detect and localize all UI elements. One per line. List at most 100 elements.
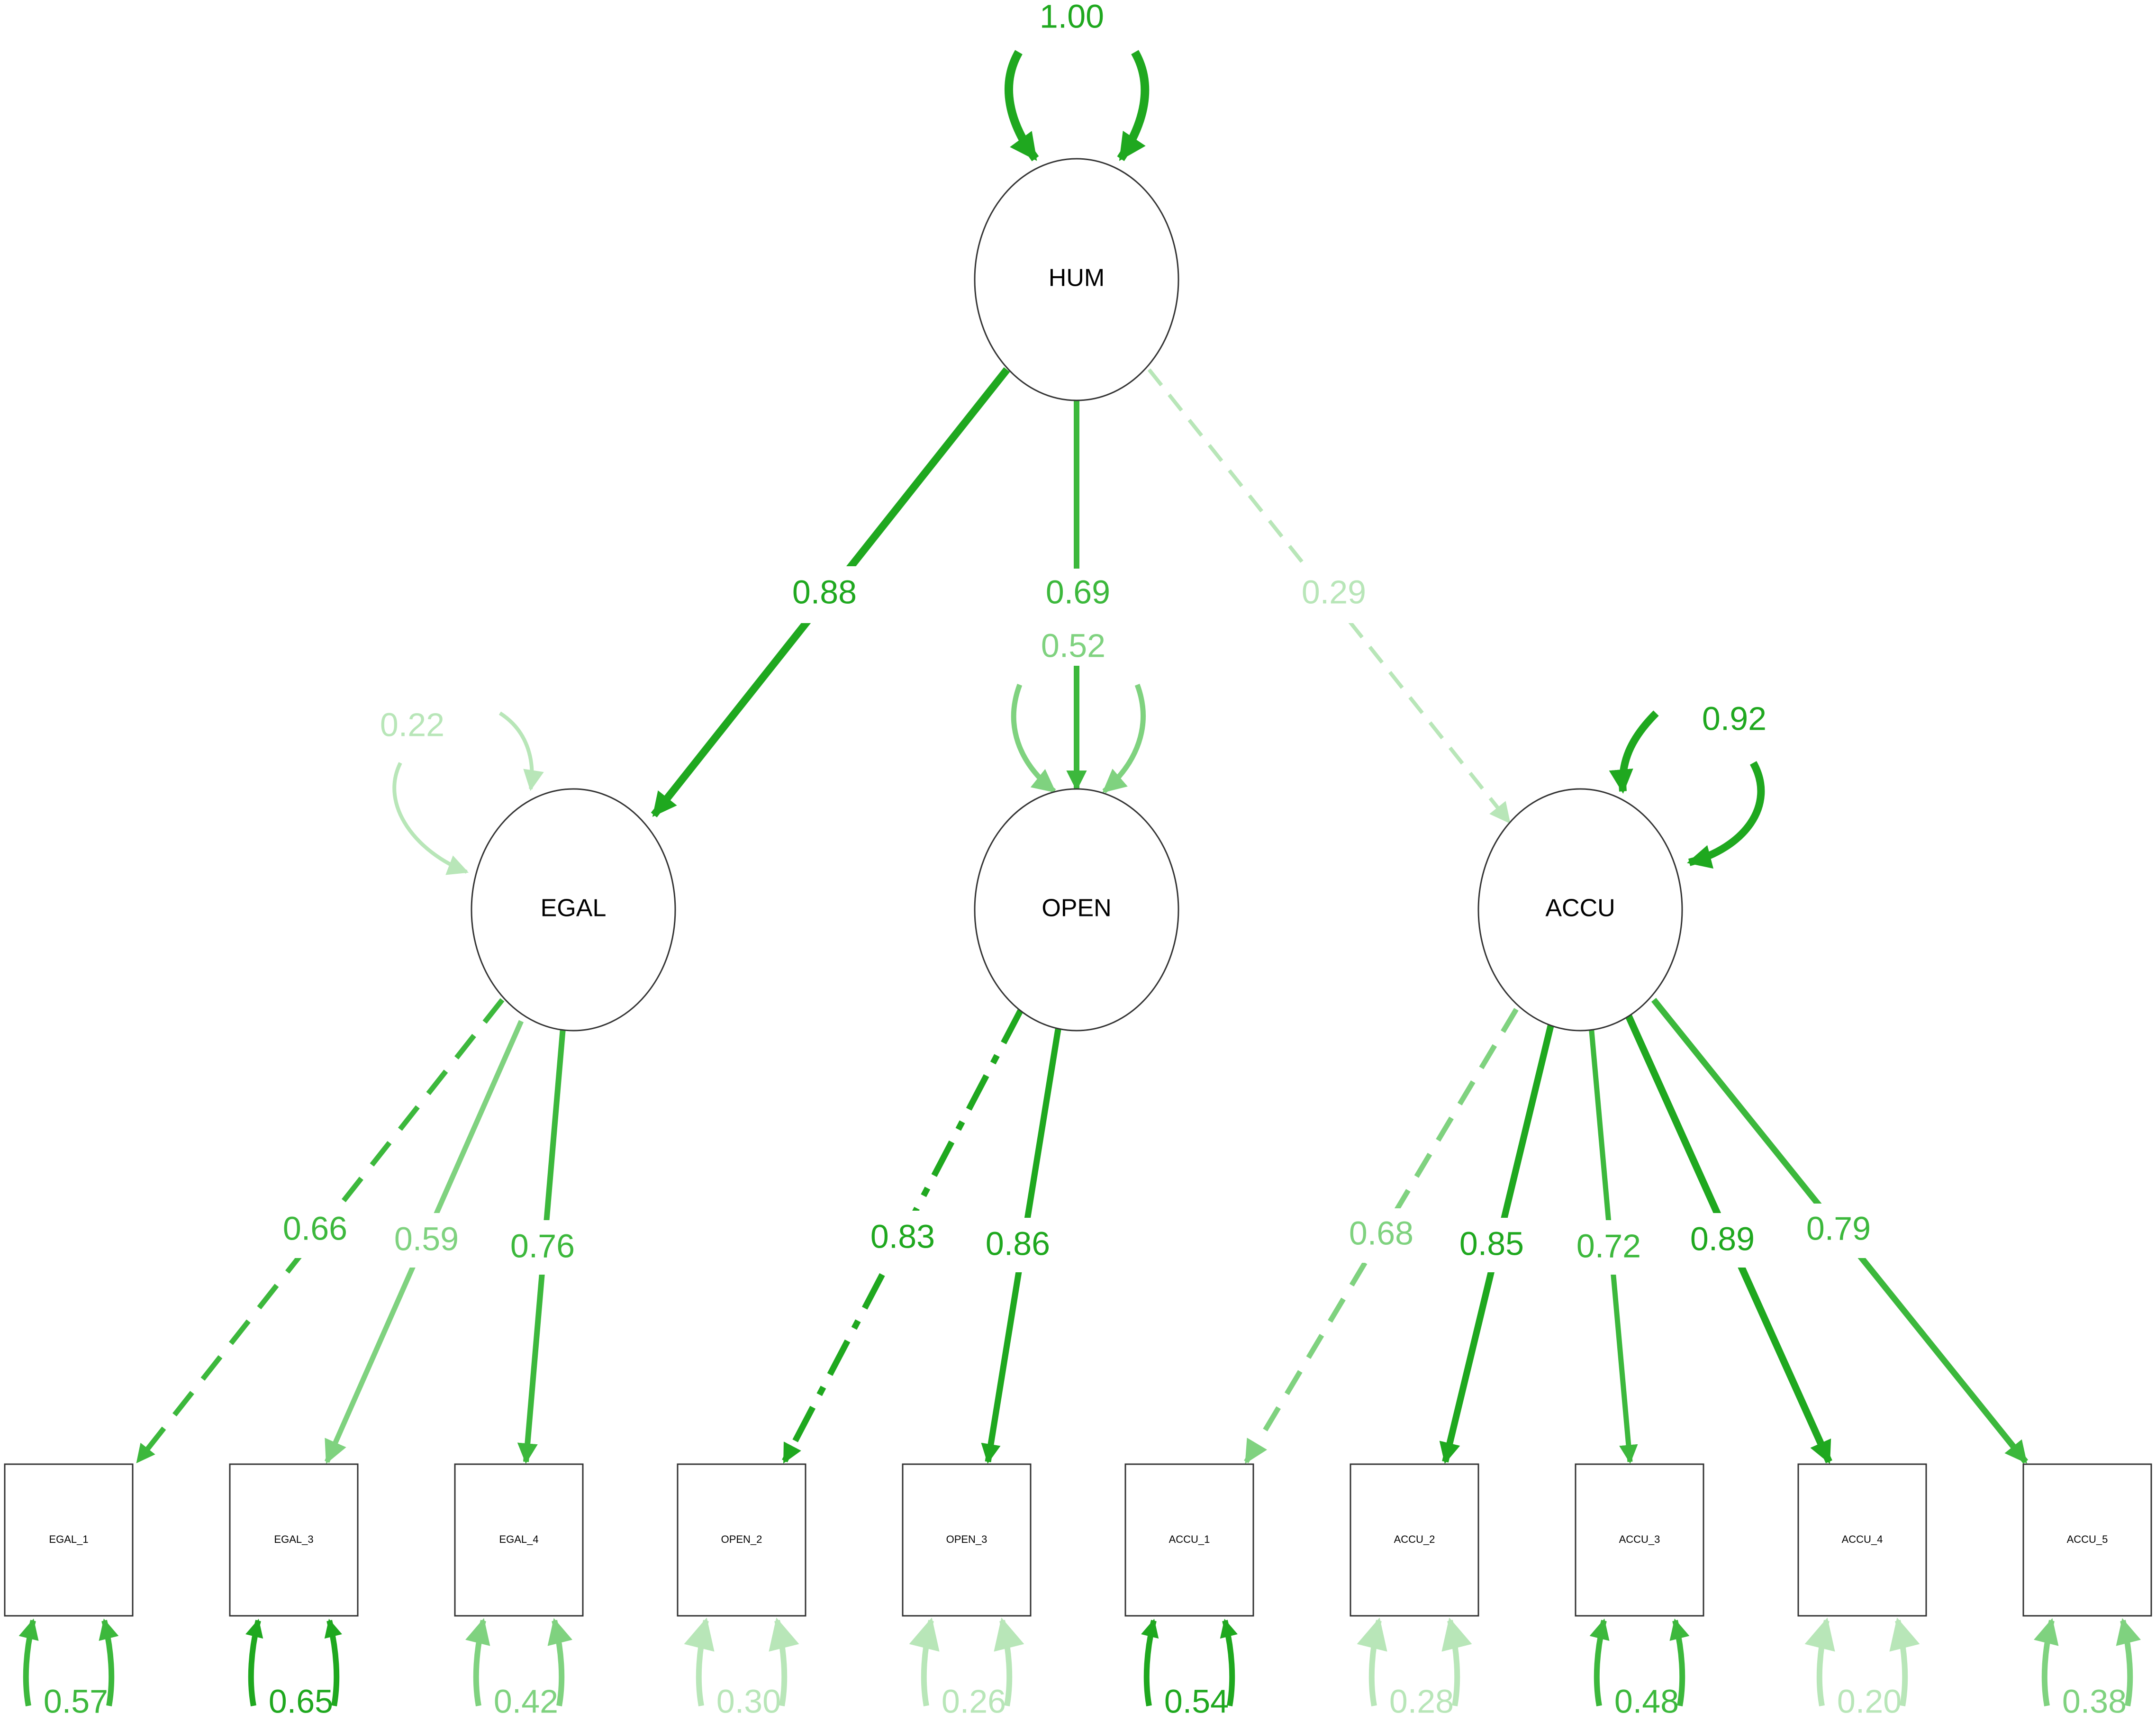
path-accu-accu3: 0.72 bbox=[1559, 1025, 1658, 1464]
indicator-box bbox=[454, 1463, 584, 1617]
residual-label: 0.57 bbox=[44, 1683, 108, 1720]
path-accu-accu5: 0.79 bbox=[1651, 997, 2029, 1464]
indicator-box bbox=[4, 1463, 134, 1617]
residual-arrow-right bbox=[324, 1619, 343, 1707]
residual-arrow-right bbox=[1889, 1617, 1920, 1707]
indicator-accu-3[interactable]: ACCU_3 0.48 bbox=[1575, 1463, 1704, 1720]
indicator-label: ACCU_2 bbox=[1394, 1533, 1435, 1545]
latent-accu[interactable]: ACCU bbox=[1477, 788, 1683, 1032]
residual-arrow-right bbox=[1669, 1618, 1690, 1707]
indicator-label: OPEN_2 bbox=[721, 1533, 762, 1545]
residual-arrow-left bbox=[2034, 1618, 2059, 1707]
indicator-label: EGAL_1 bbox=[49, 1533, 88, 1545]
indicator-accu-2[interactable]: ACCU_2 0.28 bbox=[1350, 1463, 1479, 1720]
indicator-label: ACCU_5 bbox=[2067, 1533, 2108, 1545]
residual-arrow-right bbox=[1220, 1619, 1238, 1707]
loading-hum-open: 0.69 bbox=[1046, 573, 1110, 610]
indicator-label: EGAL_3 bbox=[274, 1533, 313, 1545]
path-hum-accu: 0.29 bbox=[1147, 368, 1511, 824]
path-accu-accu2: 0.85 bbox=[1439, 1020, 1555, 1464]
residual-label: 0.26 bbox=[942, 1683, 1006, 1720]
indicator-open-3[interactable]: OPEN_3 0.26 bbox=[902, 1463, 1032, 1720]
variance-accu-label: 0.92 bbox=[1702, 700, 1766, 737]
variance-hum-label: 1.00 bbox=[1040, 0, 1104, 35]
latent-egal[interactable]: EGAL bbox=[471, 788, 676, 1032]
residual-arrow-right bbox=[769, 1617, 799, 1707]
residual-arrow-right bbox=[99, 1618, 119, 1707]
residual-label: 0.38 bbox=[2062, 1683, 2127, 1720]
loading-egal-3: 0.59 bbox=[394, 1220, 459, 1257]
variance-hum: 1.00 bbox=[1004, 0, 1150, 162]
path-hum-open: 0.69 bbox=[1024, 400, 1132, 791]
indicator-egal-1[interactable]: EGAL_1 0.57 bbox=[4, 1463, 134, 1720]
indicator-label: ACCU_1 bbox=[1169, 1533, 1210, 1545]
residual-label: 0.28 bbox=[1389, 1683, 1454, 1720]
residual-arrow-left bbox=[465, 1618, 490, 1707]
residual-arrow-left bbox=[909, 1617, 940, 1707]
latent-open-label: OPEN bbox=[1042, 895, 1111, 922]
residual-arrow-left bbox=[1804, 1617, 1835, 1707]
path-open-open2: 0.83 bbox=[781, 1007, 1024, 1464]
loading-accu-4: 0.89 bbox=[1690, 1220, 1755, 1257]
variance-egal: 0.22 bbox=[380, 706, 544, 875]
residual-arrow-left bbox=[1589, 1618, 1610, 1707]
variance-egal-label: 0.22 bbox=[380, 706, 444, 743]
residual-arrow-left bbox=[18, 1618, 39, 1707]
indicator-row: EGAL_1 0.57 EGAL_3 0.65 EGAL_4 0.42 OPEN_2 0.30… bbox=[4, 1463, 2152, 1720]
loading-egal-4: 0.76 bbox=[510, 1227, 575, 1264]
indicator-box bbox=[1124, 1463, 1254, 1617]
variance-open: 0.52 bbox=[1011, 627, 1146, 794]
indicator-accu-1[interactable]: ACCU_1 0.54 bbox=[1124, 1463, 1254, 1720]
indicator-box bbox=[1350, 1463, 1479, 1617]
loading-accu-2: 0.85 bbox=[1459, 1225, 1524, 1262]
latent-open[interactable]: OPEN bbox=[974, 788, 1179, 1032]
residual-arrow-left bbox=[1141, 1619, 1159, 1707]
indicator-accu-5[interactable]: ACCU_5 0.38 bbox=[2022, 1463, 2152, 1720]
loading-accu-1: 0.68 bbox=[1349, 1214, 1413, 1251]
residual-arrow-left bbox=[1357, 1617, 1387, 1707]
residual-label: 0.54 bbox=[1164, 1683, 1229, 1720]
indicator-egal-3[interactable]: EGAL_3 0.65 bbox=[229, 1463, 359, 1720]
indicator-box bbox=[1797, 1463, 1927, 1617]
residual-arrow-right bbox=[2116, 1618, 2141, 1707]
indicator-box bbox=[1575, 1463, 1704, 1617]
indicator-egal-4[interactable]: EGAL_4 0.42 bbox=[454, 1463, 584, 1720]
residual-arrow-left bbox=[684, 1617, 715, 1707]
loading-hum-accu: 0.29 bbox=[1302, 573, 1366, 610]
indicator-box bbox=[2022, 1463, 2152, 1617]
indicator-label: ACCU_4 bbox=[1842, 1533, 1883, 1545]
residual-label: 0.48 bbox=[1614, 1683, 1679, 1720]
latent-egal-label: EGAL bbox=[541, 895, 607, 922]
residual-label: 0.42 bbox=[494, 1683, 558, 1720]
indicator-accu-4[interactable]: ACCU_4 0.20 bbox=[1797, 1463, 1927, 1720]
indicator-box bbox=[229, 1463, 359, 1617]
indicator-open-2[interactable]: OPEN_2 0.30 bbox=[677, 1463, 806, 1720]
residual-label: 0.65 bbox=[269, 1683, 333, 1720]
variance-accu: 0.92 bbox=[1609, 700, 1766, 869]
variance-open-label: 0.52 bbox=[1041, 627, 1105, 664]
loading-hum-egal: 0.88 bbox=[792, 573, 857, 610]
path-accu-accu1: 0.68 bbox=[1244, 1008, 1519, 1464]
latent-hum[interactable]: HUM bbox=[974, 158, 1179, 401]
loading-open-3: 0.86 bbox=[986, 1225, 1050, 1262]
residual-arrow-right bbox=[547, 1618, 572, 1707]
indicator-label: EGAL_4 bbox=[499, 1533, 538, 1545]
path-egal-egal3: 0.59 bbox=[324, 1020, 524, 1464]
indicator-label: ACCU_3 bbox=[1619, 1533, 1660, 1545]
loading-accu-3: 0.72 bbox=[1576, 1227, 1641, 1264]
residual-label: 0.30 bbox=[716, 1683, 781, 1720]
path-egal-egal4: 0.76 bbox=[493, 1028, 592, 1464]
path-open-open3: 0.86 bbox=[969, 1023, 1069, 1464]
residual-arrow-right bbox=[994, 1617, 1024, 1707]
residual-label: 0.20 bbox=[1837, 1683, 1902, 1720]
loading-egal-1: 0.66 bbox=[283, 1210, 347, 1247]
latent-accu-label: ACCU bbox=[1545, 895, 1615, 922]
path-hum-egal: 0.88 bbox=[651, 367, 1010, 817]
path-accu-accu4: 0.89 bbox=[1624, 1012, 1832, 1464]
indicator-label: OPEN_3 bbox=[946, 1533, 987, 1545]
residual-arrow-left bbox=[245, 1619, 263, 1707]
latent-hum-label: HUM bbox=[1049, 264, 1105, 292]
loading-accu-5: 0.79 bbox=[1806, 1210, 1871, 1247]
indicator-box bbox=[677, 1463, 806, 1617]
